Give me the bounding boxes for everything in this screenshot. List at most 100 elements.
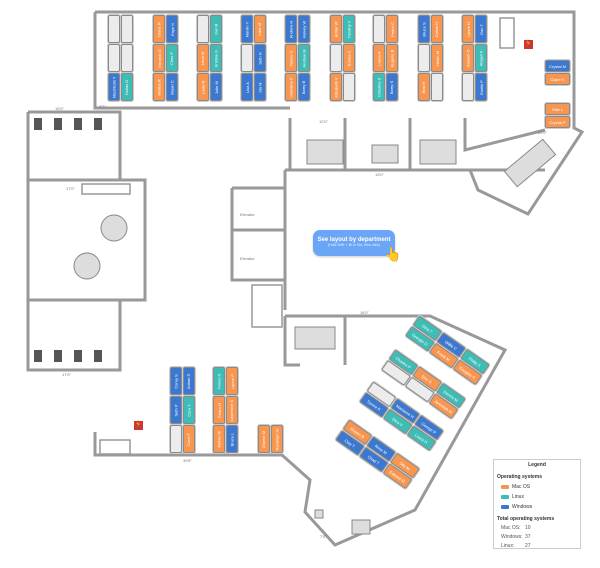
desk[interactable]: Calvin H: [431, 15, 443, 43]
desk[interactable]: Lance A: [373, 44, 385, 72]
legend-label: Linux: [512, 494, 524, 500]
desk[interactable]: Bruce L: [226, 425, 238, 453]
empty-desk[interactable]: [330, 44, 342, 72]
empty-desk[interactable]: [108, 15, 120, 43]
desk[interactable]: Joel M: [210, 15, 222, 43]
desk[interactable]: Dallas O: [121, 73, 133, 101]
desk[interactable]: Claire K: [545, 73, 570, 85]
desk[interactable]: Arthur W: [330, 15, 342, 43]
desk[interactable]: Amber M: [213, 425, 225, 453]
desk-occupant-name: Chad T: [366, 453, 381, 466]
empty-desk[interactable]: [462, 73, 474, 101]
desk[interactable]: Faye N: [166, 15, 178, 43]
empty-desk[interactable]: [121, 44, 133, 72]
legend-label: Windows: [512, 504, 533, 510]
desk[interactable]: Emilie P: [475, 73, 487, 101]
desk[interactable]: Chris P: [166, 44, 178, 72]
total-label: Windows:: [501, 534, 523, 540]
desk[interactable]: Randolph W: [271, 425, 283, 453]
desk[interactable]: Dan T: [475, 15, 487, 43]
desk-occupant-name: Randolph W: [274, 427, 280, 451]
desk[interactable]: Coral T: [183, 425, 195, 453]
dimension-label: 22'0": [538, 130, 547, 135]
desk[interactable]: Barry B: [298, 73, 310, 101]
desk[interactable]: Cara T: [183, 396, 195, 424]
desk[interactable]: Norma C: [343, 44, 355, 72]
total-windows: Windows:37: [501, 534, 580, 540]
desk-occupant-name: Harvey W: [301, 20, 307, 38]
empty-desk[interactable]: [418, 44, 430, 72]
desk-occupant-name: Hannah D: [465, 48, 471, 68]
desk[interactable]: Eugene B: [386, 44, 398, 72]
dimension-label: 12'0": [319, 119, 328, 124]
desk[interactable]: Harvey W: [298, 15, 310, 43]
desk-occupant-name: Seth H: [257, 51, 263, 65]
desk[interactable]: Crystal P: [545, 116, 570, 128]
desk[interactable]: Julie M: [210, 73, 222, 101]
dimension-label: 17'0": [62, 372, 71, 377]
empty-desk[interactable]: [170, 425, 182, 453]
empty-desk[interactable]: [197, 15, 209, 43]
desk[interactable]: Bea H: [418, 73, 430, 101]
desk[interactable]: Martha R: [153, 73, 165, 101]
desk[interactable]: Pedro H: [213, 396, 225, 424]
cta-subtitle: (Hold Shift + ⌘ or Ctrl, then click): [327, 243, 381, 247]
desk-occupant-name: Clay T: [343, 437, 357, 449]
desk[interactable]: Marvin Y: [241, 15, 253, 43]
desk[interactable]: Kristine G: [210, 44, 222, 72]
desk[interactable]: Lawrence S: [226, 396, 238, 424]
desk-occupant-name: Julie M: [213, 80, 219, 94]
desk[interactable]: Crystal M: [545, 60, 570, 72]
desk[interactable]: Lisa A: [241, 73, 253, 101]
desk[interactable]: Pedro C: [386, 15, 398, 43]
desk[interactable]: Ollie L: [545, 103, 570, 115]
desk-occupant-name: Bryan C: [169, 79, 175, 95]
desk[interactable]: Lynne P: [226, 367, 238, 395]
desk[interactable]: Elizabeth V: [330, 73, 342, 101]
desk[interactable]: Tomas N: [213, 367, 225, 395]
desk[interactable]: Bryan C: [166, 73, 178, 101]
desk[interactable]: Abigail K: [475, 44, 487, 72]
elevator-label: Elevator: [240, 212, 255, 217]
dimension-label: 15'0": [55, 106, 64, 111]
see-layout-by-department-button[interactable]: See layout by department (Hold Shift + ⌘…: [313, 230, 395, 256]
desk[interactable]: Barry S: [386, 73, 398, 101]
empty-desk[interactable]: [373, 15, 385, 43]
desk[interactable]: Louis R: [197, 73, 209, 101]
desk-occupant-name: Andrew H: [288, 20, 294, 38]
legend-item-linux: Linux: [501, 494, 580, 500]
desk[interactable]: Seth H: [254, 44, 266, 72]
desk[interactable]: Bruce S: [418, 15, 430, 43]
desk[interactable]: Valentina P: [285, 73, 297, 101]
empty-desk[interactable]: [108, 44, 120, 72]
desk-occupant-name: Crystal M: [549, 63, 566, 69]
desk[interactable]: Lynne H: [462, 15, 474, 43]
desk[interactable]: Hannah D: [462, 44, 474, 72]
desk[interactable]: Christina S: [373, 73, 385, 101]
desk[interactable]: Adrian S: [183, 367, 195, 395]
desk[interactable]: Lena M: [197, 44, 209, 72]
desk[interactable]: Andrew M: [298, 44, 310, 72]
desk[interactable]: Diane R: [153, 15, 165, 43]
desk[interactable]: Valerie C: [285, 44, 297, 72]
desk[interactable]: Seth P: [170, 396, 182, 424]
empty-desk[interactable]: [121, 15, 133, 43]
desk[interactable]: Andrew H: [285, 15, 297, 43]
desk[interactable]: Macintosh T: [108, 73, 120, 101]
empty-desk[interactable]: [343, 73, 355, 101]
desk[interactable]: Timothy V: [343, 15, 355, 43]
empty-desk[interactable]: [431, 73, 443, 101]
desk[interactable]: Dianne M: [258, 425, 270, 453]
desk[interactable]: Corey S: [170, 367, 182, 395]
empty-desk[interactable]: [241, 44, 253, 72]
desk[interactable]: Helen M: [431, 44, 443, 72]
desk-occupant-name: Lisa A: [244, 81, 250, 93]
desk-occupant-name: Timothy V: [346, 20, 352, 38]
desk[interactable]: Ida M: [254, 73, 266, 101]
desk-occupant-name: Luke M: [257, 22, 263, 36]
desk[interactable]: Gerardo G: [153, 44, 165, 72]
desk-occupant-name: Pedro H: [216, 402, 222, 418]
desk-occupant-name: Macintosh T: [111, 76, 117, 98]
dimension-label: 39'8": [183, 458, 192, 463]
desk[interactable]: Luke M: [254, 15, 266, 43]
